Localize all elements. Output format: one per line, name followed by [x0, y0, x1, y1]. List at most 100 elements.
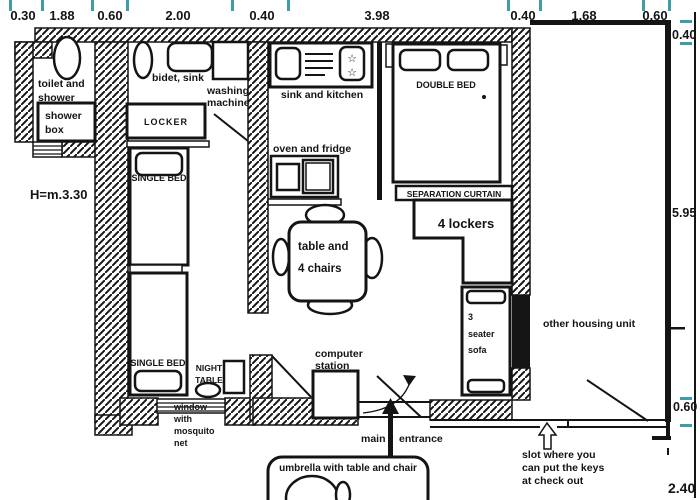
walls [14, 27, 531, 436]
right-dimension-tick [668, 327, 685, 330]
wall-stub-kitchen-bed [377, 42, 382, 200]
ceiling-height-note: H=m.3.30 [30, 187, 87, 202]
shower-box-label: box [45, 124, 64, 136]
stove-burner-icon: ☆ [347, 53, 357, 65]
shower-box [36, 101, 97, 143]
sofa-group: 3 seater sofa [460, 285, 512, 397]
wall-segment [61, 141, 98, 158]
wall-segment-right [511, 367, 531, 401]
neighbor-wall-foot [652, 436, 671, 440]
wall-segment-right-solid [512, 295, 530, 368]
night-table-top [222, 359, 246, 395]
door-swing-arc [362, 381, 411, 414]
wall-segment-top [34, 27, 513, 43]
bed-label: SINGLE BED [131, 173, 187, 183]
dimension-tick [668, 0, 671, 11]
pillow [134, 151, 184, 177]
bidet-sink-label: bidet, sink [152, 72, 204, 84]
stove-burner-icon: ☆ [347, 67, 357, 79]
dimension-tick [642, 0, 645, 11]
oven [275, 162, 301, 192]
pillow [446, 48, 490, 72]
dining-table-label: table and [298, 241, 348, 253]
computer-station-label: station [315, 360, 349, 372]
bidet [132, 40, 154, 80]
locker-cabinet [125, 102, 207, 140]
entrance-label: main [361, 433, 386, 445]
fridge-door [305, 162, 331, 191]
neighbor-wall-right [665, 20, 671, 422]
single-bed-1: SINGLE BED [128, 146, 190, 274]
kitchen-counter: ☆ ☆ [268, 41, 374, 89]
wall-segment-bottom [429, 399, 513, 421]
dimension-tick [680, 20, 692, 23]
wall-segment-bathroom-left [14, 41, 34, 143]
dimension-label: 1.68 [571, 8, 596, 23]
computer-desk [311, 369, 360, 420]
umbrella-label: umbrella with table and chair [279, 463, 417, 474]
window-label: with [173, 414, 192, 424]
sofa-label: 3 [468, 312, 473, 322]
four-lockers: 4 lockers [412, 198, 514, 285]
dimension-label: 0.40 [510, 8, 535, 23]
dimension-label: 1.88 [49, 8, 74, 23]
computer-station-label: computer [315, 348, 363, 360]
toilet-label: toilet and [38, 78, 85, 90]
dimension-tick [680, 424, 692, 427]
top-dimension-row: 0.30 1.88 0.60 2.00 0.40 3.98 0.40 1.68 … [10, 8, 667, 23]
toilet [52, 35, 82, 81]
dimension-tick [680, 397, 692, 400]
neighbor-wall-top [530, 20, 671, 25]
shower-box-label: shower [45, 110, 82, 122]
night-table: NIGHT TABLE [194, 359, 246, 399]
threshold-lines [358, 401, 666, 428]
night-table-stool [194, 381, 222, 399]
stove [338, 45, 366, 82]
dimension-label: 0.40 [249, 8, 274, 23]
dimension-tick [680, 42, 692, 45]
locker-shelf [126, 140, 210, 148]
washing-machine-label: machine [207, 97, 250, 109]
double-bed-label: DOUBLE BED [416, 80, 476, 90]
double-bed-group: DOUBLE BED [385, 42, 508, 184]
sofa-label: seater [468, 329, 495, 339]
dimension-tick [91, 0, 94, 11]
sofa-label: sofa [468, 345, 488, 355]
dining-table-label: 4 chairs [298, 263, 341, 275]
neighbor-wall-foot [666, 422, 670, 438]
dimension-label: 0.60 [673, 400, 697, 414]
lockers-label: 4 lockers [438, 216, 494, 231]
oven-fridge-label: oven and fridge [273, 143, 351, 155]
dimension-tick [287, 0, 290, 11]
night-table-label: NIGHT [196, 363, 223, 373]
bedroom-window [156, 398, 226, 414]
curtain-label: SEPARATION CURTAIN [407, 189, 501, 199]
counter-base [267, 198, 342, 206]
dimension-tick [9, 0, 12, 11]
window-label: mosquito [174, 426, 215, 436]
dimension-label: 0.30 [10, 8, 35, 23]
dining-table-group: table and 4 chairs [271, 203, 384, 316]
dimension-label: 0.40 [672, 28, 696, 42]
wall-segment-partition [247, 41, 269, 314]
kitchen-label: sink and kitchen [281, 89, 363, 101]
dimension-tick [126, 0, 129, 11]
window-label: window [173, 402, 208, 412]
entrance-group: main entrance [361, 375, 443, 482]
dimension-label: 3.98 [364, 8, 389, 23]
door-swing-arrowhead [403, 375, 416, 386]
key-slot-arrow [537, 421, 558, 450]
dimension-label: 2.00 [165, 8, 190, 23]
entrance-arrow-head [382, 398, 399, 414]
separation-curtain: SEPARATION CURTAIN [394, 184, 514, 202]
chair [271, 237, 291, 277]
key-slot-group: slot where you can put the keys at check… [522, 421, 604, 487]
oven-and-fridge [267, 154, 342, 206]
dimension-tick [539, 0, 542, 11]
night-table-label: TABLE [195, 375, 223, 385]
entrance-label: entrance [399, 433, 443, 445]
entrance-door-leaf [376, 375, 422, 418]
dimension-ticks [9, 0, 692, 427]
umbrella-group: umbrella with table and chair [266, 455, 430, 500]
